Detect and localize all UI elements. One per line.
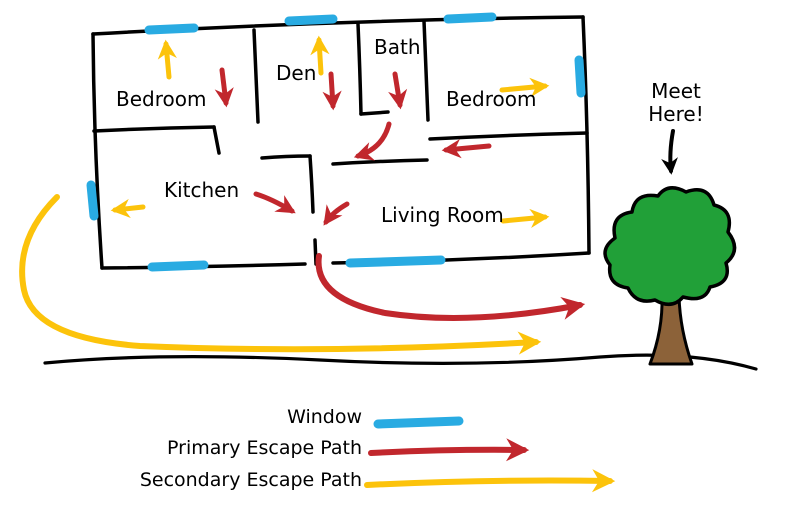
- primary-escape-arrows: [214, 67, 586, 462]
- secondary-arrow-kitchen: [110, 198, 146, 218]
- legend-label-primary: Primary Escape Path: [167, 437, 362, 459]
- primary-arrow-living-entry: [323, 201, 350, 226]
- window-top-bedroom-left: [144, 23, 199, 35]
- tree-trunk: [648, 294, 694, 366]
- window-left-kitchen: [86, 180, 99, 221]
- wall-stub-hall: [212, 125, 221, 155]
- wall-below-bedroom-left: [92, 125, 216, 133]
- legend-window-swatch: [373, 416, 464, 429]
- secondary-arrow-bedroom-right: [499, 77, 550, 97]
- wall-den-bath: [356, 22, 363, 116]
- room-label-bedroom-left: Bedroom: [116, 87, 207, 111]
- primary-arrow-bedroom-right: [441, 139, 492, 159]
- legend-label-secondary: Secondary Escape Path: [139, 469, 362, 491]
- window-bottom-kitchen: [147, 260, 209, 272]
- window-top-bedroom-right: [443, 12, 497, 24]
- secondary-escape-arrows: [19, 35, 616, 493]
- primary-arrow-bath: [388, 71, 408, 110]
- wall-bedroom-den: [252, 28, 260, 124]
- window-right-wall: [574, 55, 586, 98]
- room-label-kitchen: Kitchen: [164, 178, 240, 202]
- wall-left: [91, 32, 104, 270]
- primary-arrow-hallway: [353, 121, 392, 161]
- primary-arrow-bedroom-left: [214, 67, 234, 108]
- legend-primary-swatch: [368, 438, 530, 462]
- room-label-bedroom-right: Bedroom: [446, 87, 537, 111]
- secondary-arrow-exit-to-tree: [19, 194, 542, 355]
- meet-here-label: Meet Here!: [648, 79, 704, 126]
- wall-hall-kitchen: [260, 154, 312, 160]
- legend-label-window: Window: [287, 406, 362, 428]
- tree-foliage: [603, 186, 737, 307]
- window-top-den: [284, 14, 338, 26]
- windows: [86, 12, 586, 429]
- room-label-bath: Bath: [374, 35, 421, 59]
- room-label-den: Den: [276, 61, 317, 85]
- wall-right: [581, 15, 591, 255]
- wall-kitchen-living-upper: [308, 154, 315, 214]
- secondary-arrow-bedroom-left: [157, 39, 177, 80]
- secondary-arrow-den: [310, 35, 330, 76]
- legend-secondary-swatch: [364, 469, 616, 493]
- wall-below-bedroom-right: [428, 131, 589, 141]
- wall-bath-bedroom: [422, 19, 430, 122]
- tree: [603, 186, 737, 366]
- primary-arrow-kitchen: [253, 191, 296, 214]
- window-bottom-living: [345, 255, 446, 268]
- secondary-arrow-living: [500, 208, 550, 228]
- meet-here-arrow: [661, 129, 678, 175]
- room-label-living-room: Living Room: [381, 203, 504, 227]
- primary-arrow-den: [322, 71, 342, 111]
- primary-arrow-exit-to-tree: [315, 253, 586, 321]
- wall-below-bath: [359, 110, 390, 116]
- wall-living-top: [331, 158, 429, 166]
